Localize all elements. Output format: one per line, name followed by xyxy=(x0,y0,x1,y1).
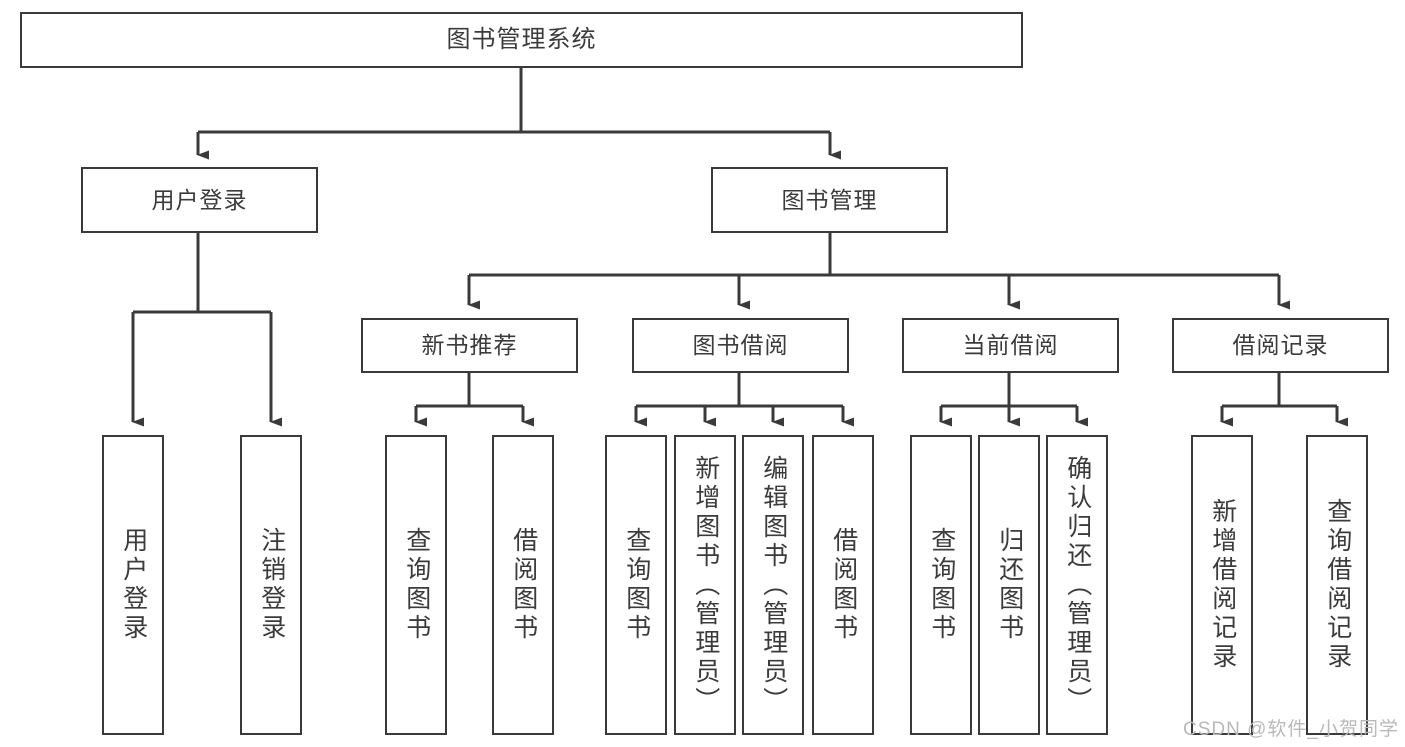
leaf-borrow-book[interactable]: 借阅图书 xyxy=(812,435,874,735)
node-label: 查询图书 xyxy=(927,527,956,643)
node-label: 图书借阅 xyxy=(692,332,789,358)
leaf-return-book[interactable]: 归还图书 xyxy=(978,435,1040,735)
node-borrow-record[interactable]: 借阅记录 xyxy=(1172,318,1389,373)
node-label: 确认归还（管理员） xyxy=(1063,454,1092,716)
node-current-borrow[interactable]: 当前借阅 xyxy=(902,318,1119,373)
node-label: 借阅图书 xyxy=(509,527,538,643)
leaf-logout[interactable]: 注销登录 xyxy=(240,435,302,735)
node-label: 借阅图书 xyxy=(829,527,858,643)
node-label: 图书管理 xyxy=(781,186,878,213)
node-label: 当前借阅 xyxy=(962,332,1059,358)
leaf-add-book-admin[interactable]: 新增图书（管理员） xyxy=(674,435,736,735)
node-label: 用户登录 xyxy=(151,186,248,213)
node-user-login[interactable]: 用户登录 xyxy=(81,167,318,233)
node-label: 归还图书 xyxy=(995,527,1024,643)
leaf-query-book-recommend[interactable]: 查询图书 xyxy=(385,435,447,735)
node-book-borrow[interactable]: 图书借阅 xyxy=(632,318,849,373)
leaf-query-book-borrow[interactable]: 查询图书 xyxy=(605,435,667,735)
node-label: 查询图书 xyxy=(622,527,651,643)
node-label: 编辑图书（管理员） xyxy=(759,454,788,716)
node-label: 新增借阅记录 xyxy=(1208,498,1237,672)
leaf-query-book-current[interactable]: 查询图书 xyxy=(910,435,972,735)
leaf-query-borrow-record[interactable]: 查询借阅记录 xyxy=(1306,435,1368,735)
node-new-book-recommend[interactable]: 新书推荐 xyxy=(361,318,578,373)
leaf-edit-book-admin[interactable]: 编辑图书（管理员） xyxy=(742,435,804,735)
node-label: 新增图书（管理员） xyxy=(691,454,720,716)
node-label: 借阅记录 xyxy=(1232,332,1329,358)
leaf-user-login[interactable]: 用户登录 xyxy=(102,435,164,735)
node-label: 用户登录 xyxy=(119,527,148,643)
node-label: 图书管理系统 xyxy=(446,26,597,53)
node-label: 注销登录 xyxy=(257,527,286,643)
leaf-add-borrow-record[interactable]: 新增借阅记录 xyxy=(1191,435,1253,735)
node-label: 新书推荐 xyxy=(421,332,518,358)
leaf-confirm-return-admin[interactable]: 确认归还（管理员） xyxy=(1046,435,1108,735)
node-book-management[interactable]: 图书管理 xyxy=(711,167,948,233)
csdn-watermark: CSDN @软件_小贺同学 xyxy=(1183,719,1399,740)
node-root-library-system[interactable]: 图书管理系统 xyxy=(20,12,1023,68)
node-label: 查询借阅记录 xyxy=(1323,498,1352,672)
leaf-borrow-book-recommend[interactable]: 借阅图书 xyxy=(492,435,554,735)
node-label: 查询图书 xyxy=(402,527,431,643)
